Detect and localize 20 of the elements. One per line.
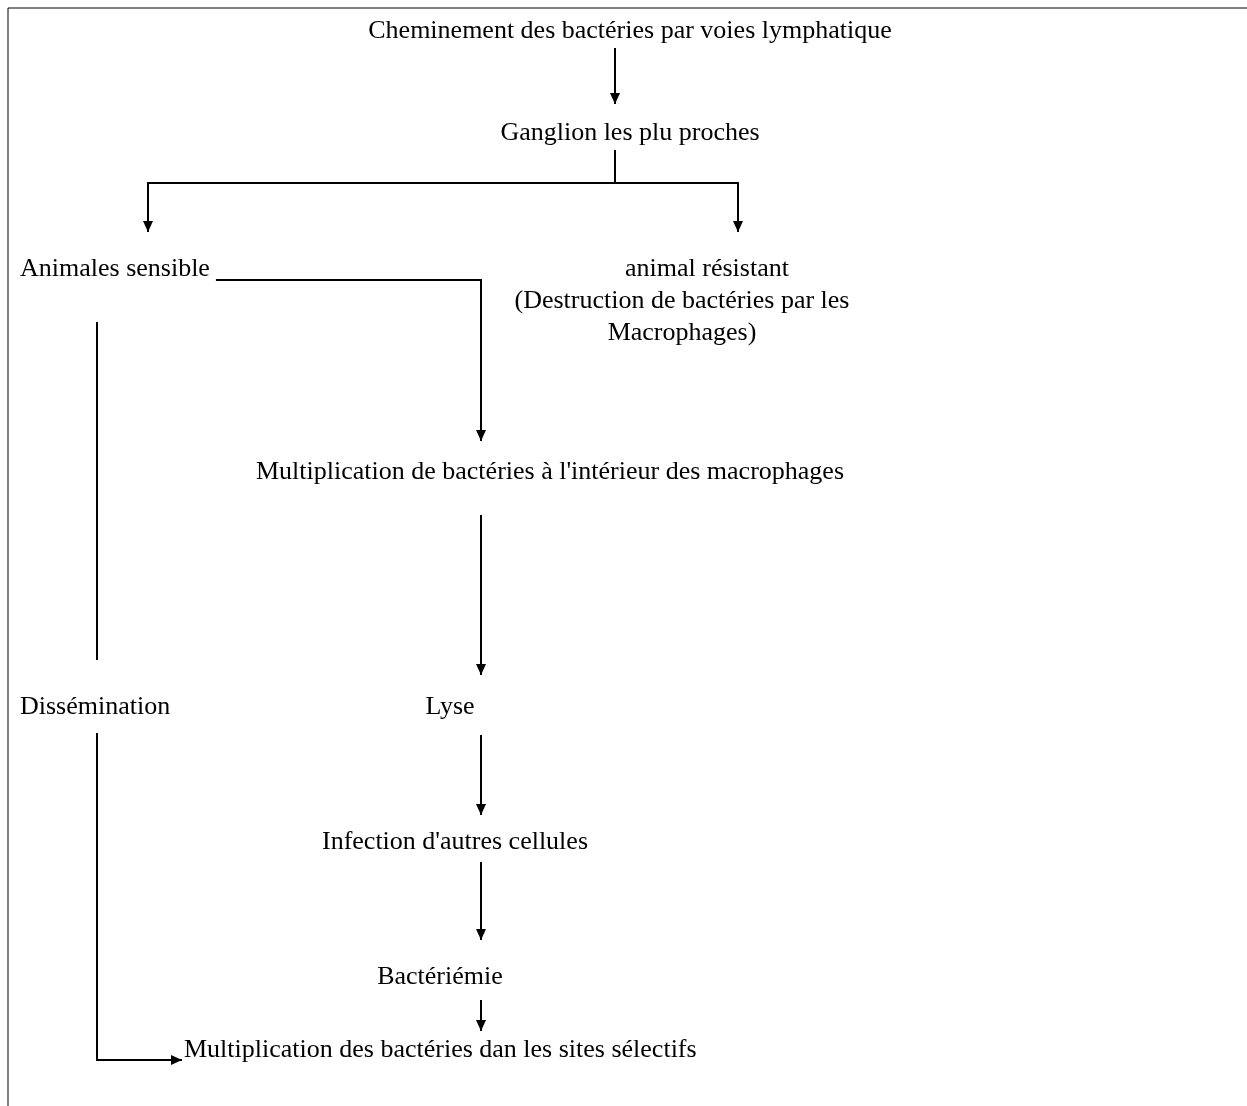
node-label: Ganglion les plu proches [499,116,761,148]
node-label: Dissémination [20,690,172,722]
node-note: (Destruction de bactéries par les Macrophages) [513,284,851,348]
node-label: Infection d'autres cellules [321,825,589,857]
node-label: animal résistant [624,252,790,284]
connector-line [96,321,98,661]
node-label: Animales sensible [20,252,210,284]
arrow [610,47,620,105]
arrow [476,999,486,1032]
node-label: Multiplication des bactéries dan les sites sélectifs [184,1033,698,1065]
node-label: Bactériémie [376,960,504,992]
arrow [476,514,486,676]
arrow [476,734,486,816]
arrow [476,861,486,941]
node-label: Cheminement des bactéries par voies lymphatique [367,14,893,46]
arrow [614,149,743,233]
node-label: Lyse [424,690,476,722]
node-label: Multiplication de bactéries à l'intérieur des macrophages [255,455,845,487]
arrow [214,279,486,442]
arrow [96,732,183,1065]
